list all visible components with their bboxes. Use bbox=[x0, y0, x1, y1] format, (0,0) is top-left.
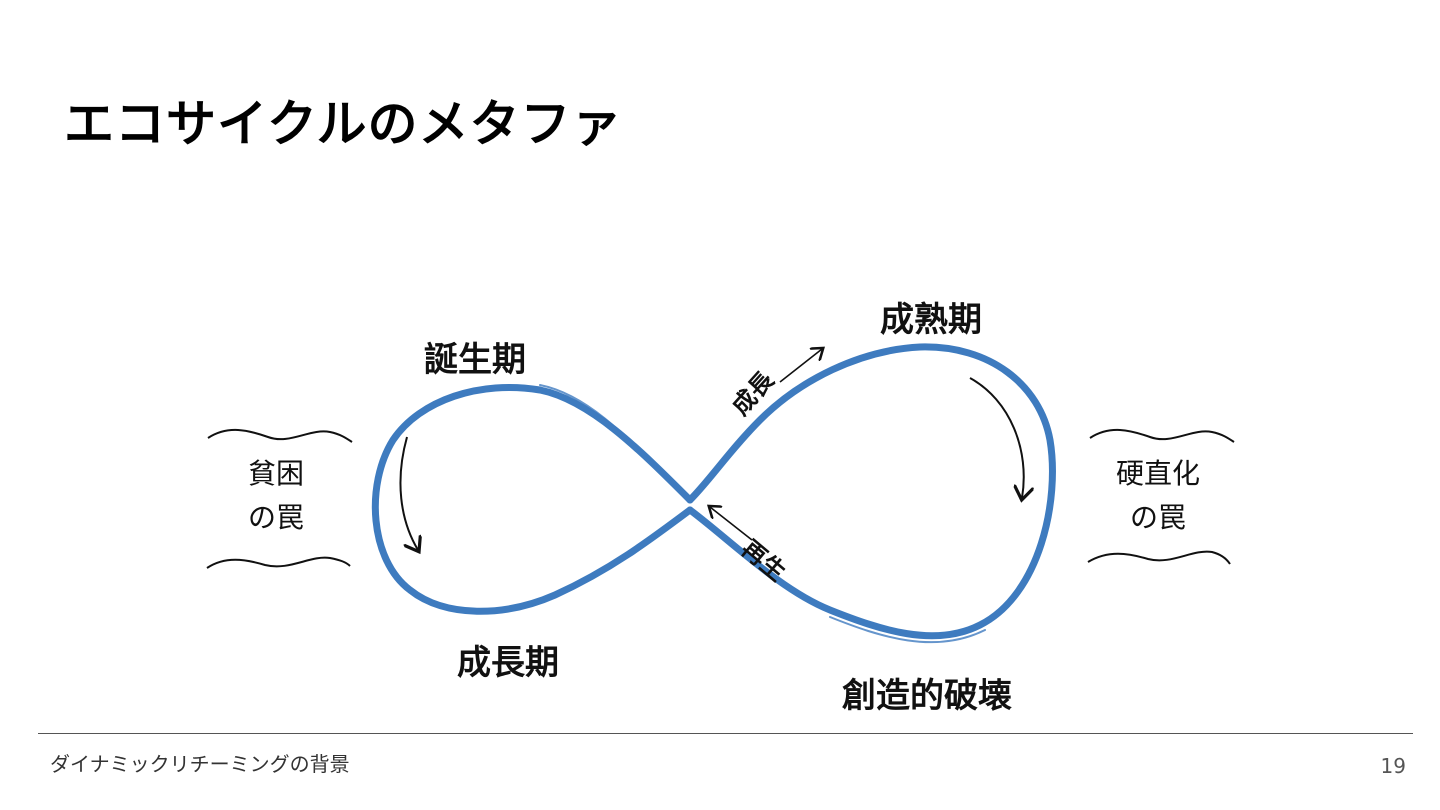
poverty-trap-label: 貧困 の罠 bbox=[236, 452, 316, 540]
footer-section-title: ダイナミックリチーミングの背景 bbox=[50, 748, 350, 777]
page-number: 19 bbox=[1381, 754, 1406, 778]
creative-destruction-stage-label: 創造的破壊 bbox=[842, 668, 1012, 717]
rigidity-trap-label-line2: の罠 bbox=[1100, 496, 1216, 540]
rigidity-trap-label: 硬直化 の罠 bbox=[1100, 452, 1216, 540]
poverty-trap-label-line1: 貧困 bbox=[236, 452, 316, 496]
maturity-to-destruction-arrow bbox=[970, 378, 1024, 498]
growth-stage-label: 成長期 bbox=[457, 635, 559, 684]
loop-left-lobe bbox=[375, 387, 690, 611]
maturity-stage-label: 成熟期 bbox=[880, 292, 982, 341]
birth-to-growth-arrow bbox=[400, 437, 418, 550]
birth-stage-label: 誕生期 bbox=[424, 332, 526, 381]
footer-divider bbox=[38, 733, 1413, 734]
poverty-trap-label-line2: の罠 bbox=[236, 496, 316, 540]
infinity-loop bbox=[375, 347, 1052, 642]
rigidity-trap-label-line1: 硬直化 bbox=[1100, 452, 1216, 496]
